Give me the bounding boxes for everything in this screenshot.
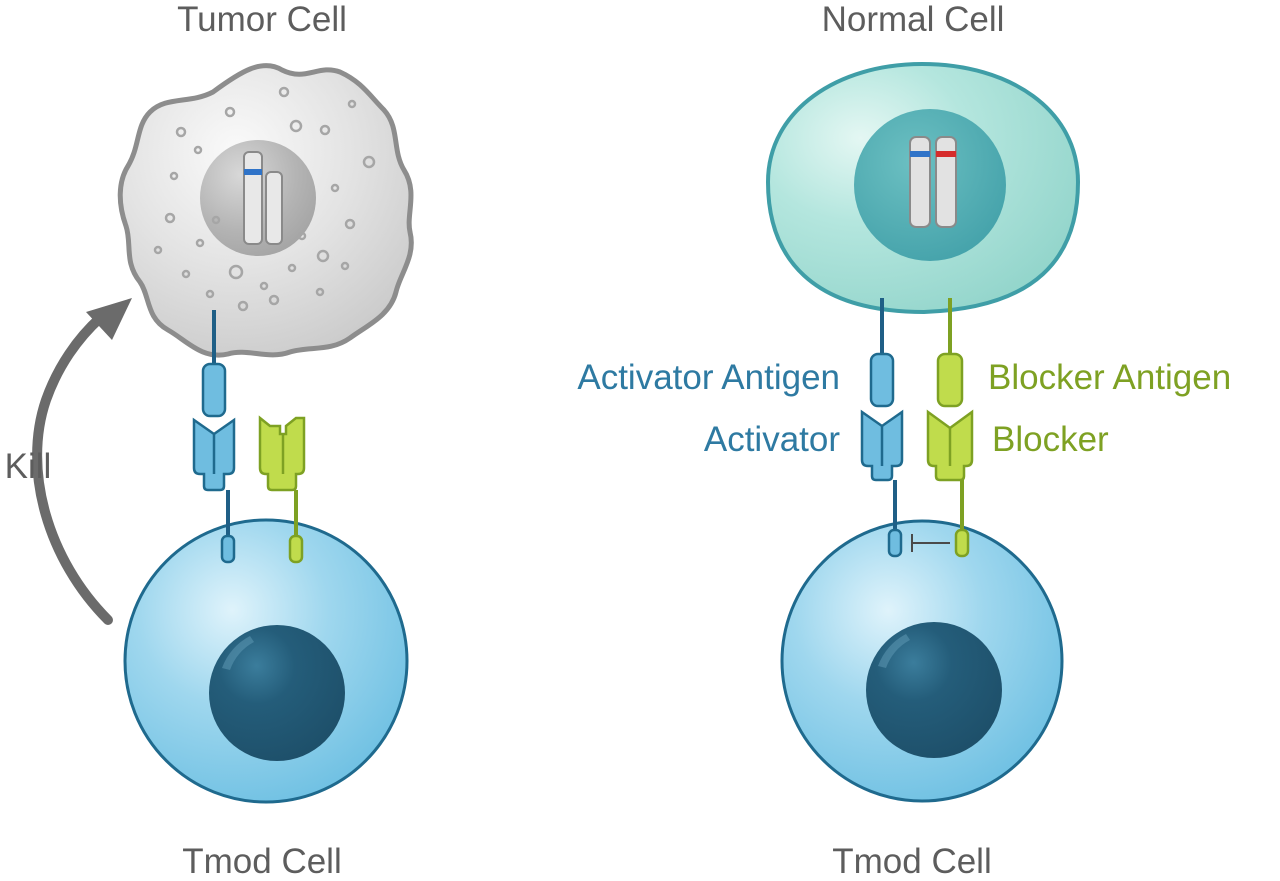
tumor-cell-label: Tumor Cell <box>177 0 347 39</box>
normal-cell <box>765 61 1081 315</box>
normal-cell-label: Normal Cell <box>822 0 1005 39</box>
blocker-label: Blocker <box>992 420 1109 459</box>
chromosome-marker-blue <box>244 169 262 175</box>
chromosome-marker-red <box>936 151 956 157</box>
blocker-receptor-left <box>258 415 306 564</box>
activator-complex-left <box>192 310 236 564</box>
inhibition-icon <box>911 534 950 552</box>
vesicle-dots <box>153 86 376 312</box>
activator-label: Activator <box>704 420 840 459</box>
tumor-cell <box>117 63 414 358</box>
blocker-complex-right <box>926 298 974 558</box>
tmod-cell-left-nucleus <box>209 625 345 761</box>
tmod-cell-left-label: Tmod Cell <box>182 842 341 881</box>
activator-antigen-right <box>869 352 895 408</box>
kill-label: Kill <box>5 447 52 486</box>
tmod-cell-right-nucleus <box>866 622 1002 758</box>
tmod-cell-left <box>123 518 409 804</box>
blocker-antigen-label: Blocker Antigen <box>988 358 1231 397</box>
kill-arrow <box>32 298 132 625</box>
tmod-cell-right-label: Tmod Cell <box>832 842 991 881</box>
chromosome-icon <box>909 136 957 228</box>
activator-antigen-left <box>201 362 227 418</box>
chromosome-icon <box>243 151 283 245</box>
chromosome-marker-blue <box>910 151 930 157</box>
activator-antigen-label: Activator Antigen <box>577 358 840 397</box>
tmod-cell-right <box>780 519 1064 803</box>
activator-complex-right <box>860 298 904 558</box>
blocker-antigen-right <box>936 352 964 408</box>
